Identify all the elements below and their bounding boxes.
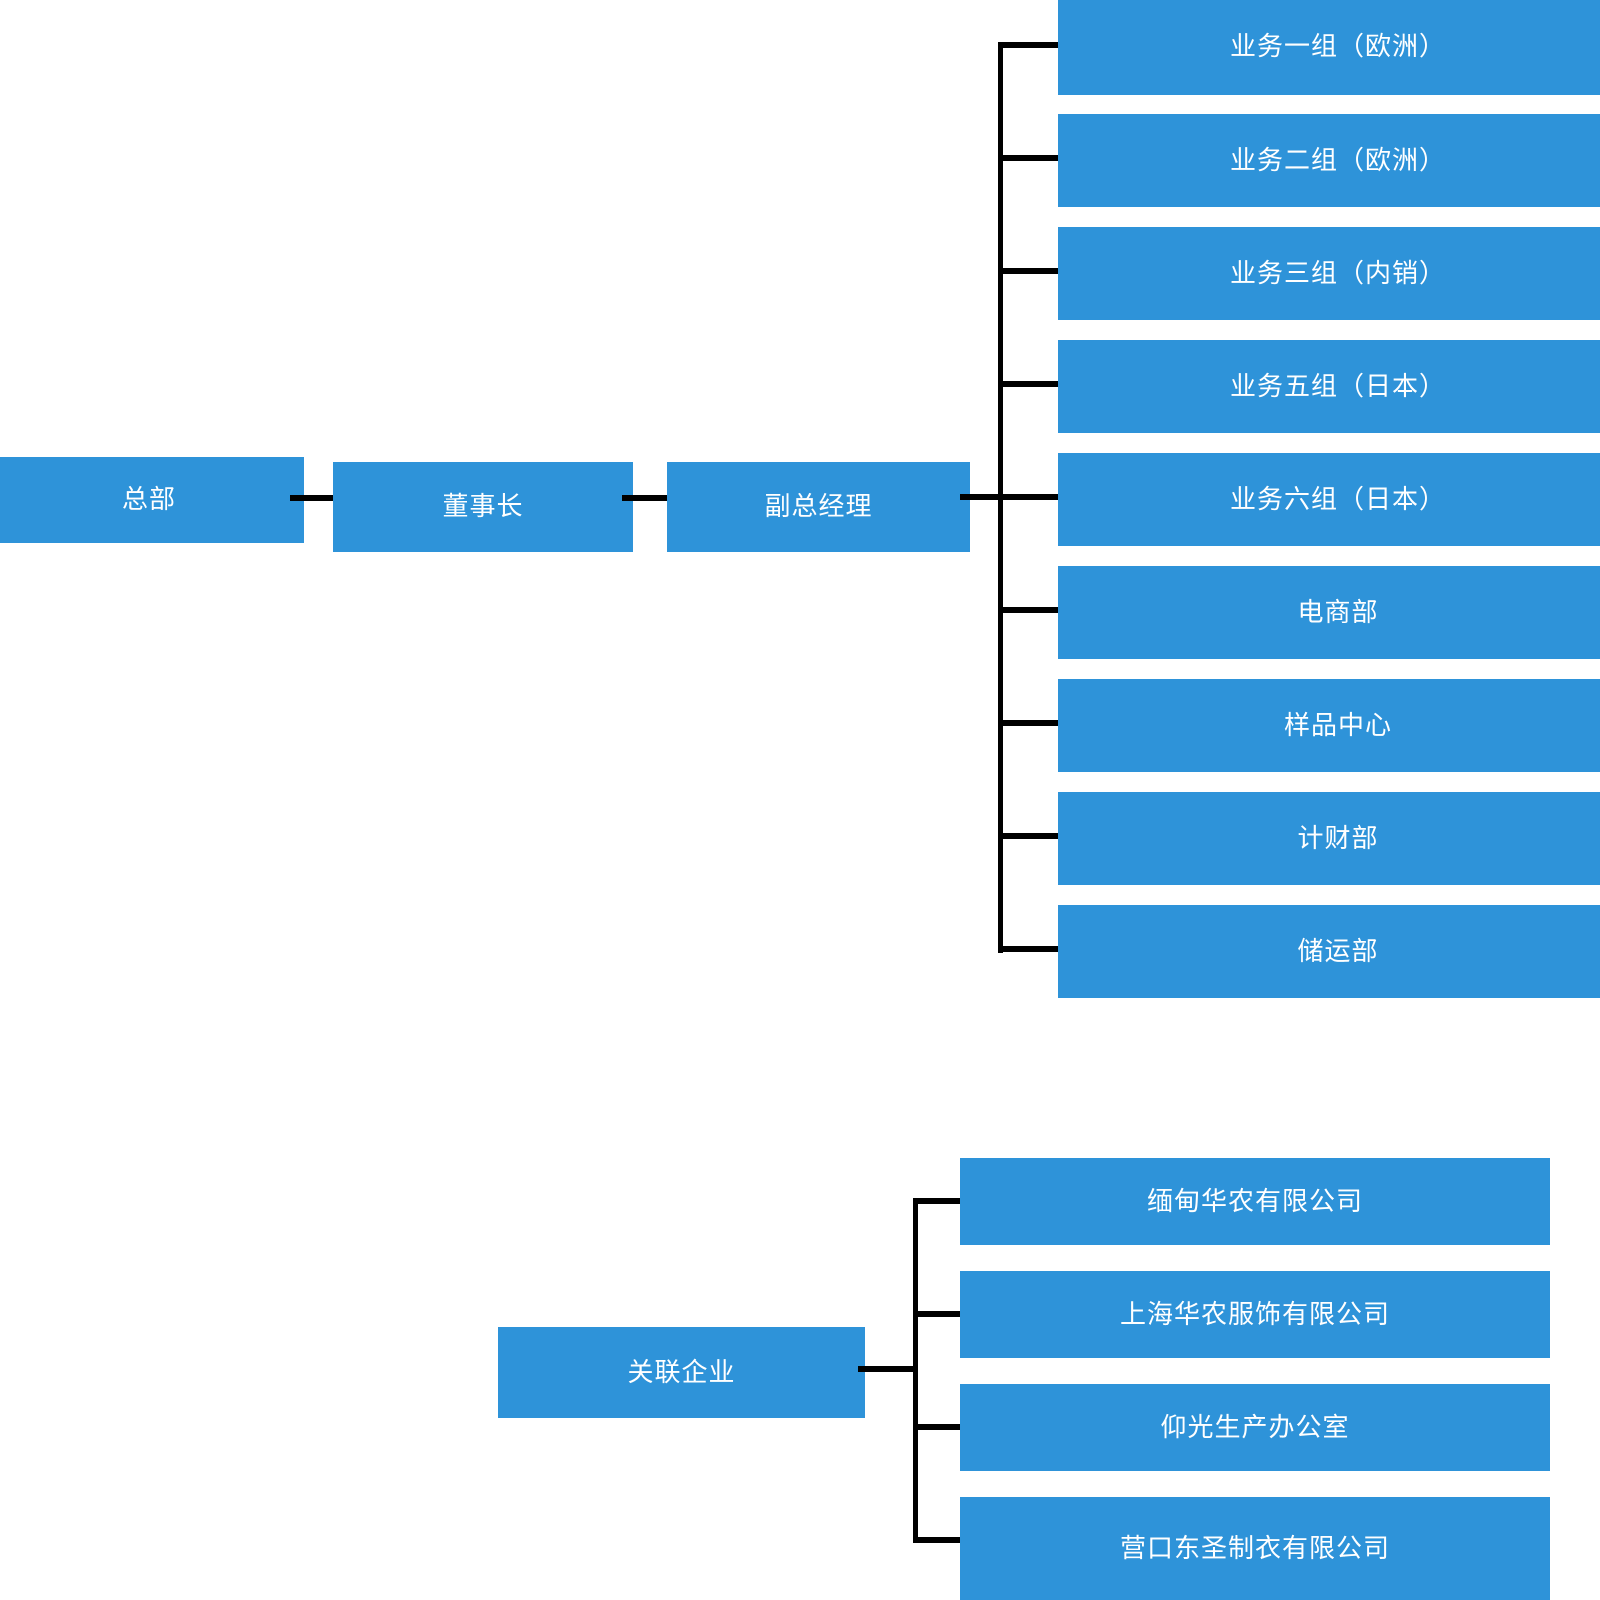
node-business-group-1[interactable]: 业务一组（欧洲） xyxy=(1058,0,1600,95)
connector-stub-business-group-3 xyxy=(998,268,1060,274)
connector-affiliates-parent-stub xyxy=(858,1366,918,1372)
node-storage-transport-department[interactable]: 储运部 xyxy=(1058,905,1600,998)
connector-stub-yingkou-dongsheng-garment xyxy=(913,1537,963,1543)
node-finance-department[interactable]: 计财部 xyxy=(1058,792,1600,885)
connector-deputy-to-trunk xyxy=(960,494,1005,500)
node-headquarters[interactable]: 总部 xyxy=(0,457,304,543)
connector-stub-business-group-1 xyxy=(998,42,1060,48)
connector-stub-ecommerce-department xyxy=(998,607,1060,613)
node-business-group-2-label: 业务二组（欧洲） xyxy=(1229,144,1446,175)
node-business-group-6-label: 业务六组（日本） xyxy=(1229,483,1446,514)
node-ecommerce-department-label: 电商部 xyxy=(1297,596,1379,627)
node-business-group-5-label: 业务五组（日本） xyxy=(1229,370,1446,401)
connector-stub-business-group-5 xyxy=(998,381,1060,387)
node-headquarters-label: 总部 xyxy=(121,484,176,515)
node-shanghai-huanong-apparel[interactable]: 上海华农服饰有限公司 xyxy=(960,1271,1550,1358)
node-business-group-5[interactable]: 业务五组（日本） xyxy=(1058,340,1600,433)
node-sample-center-label: 样品中心 xyxy=(1283,709,1392,740)
node-myanmar-huanong[interactable]: 缅甸华农有限公司 xyxy=(960,1158,1550,1245)
connector-stub-finance-department xyxy=(998,833,1060,839)
node-deputy-general-manager-label: 副总经理 xyxy=(764,491,873,522)
node-sample-center[interactable]: 样品中心 xyxy=(1058,679,1600,772)
connector-stub-business-group-6 xyxy=(998,494,1060,500)
node-storage-transport-department-label: 储运部 xyxy=(1297,935,1379,966)
node-ecommerce-department[interactable]: 电商部 xyxy=(1058,566,1600,659)
node-yingkou-dongsheng-garment-label: 营口东圣制衣有限公司 xyxy=(1119,1533,1390,1564)
node-business-group-1-label: 业务一组（欧洲） xyxy=(1229,31,1446,62)
connector-headquarters-chairman xyxy=(290,495,340,501)
node-deputy-general-manager[interactable]: 副总经理 xyxy=(667,462,970,552)
node-finance-department-label: 计财部 xyxy=(1297,822,1379,853)
connector-stub-yangon-production-office xyxy=(913,1424,963,1430)
node-business-group-3[interactable]: 业务三组（内销） xyxy=(1058,227,1600,320)
connector-stub-myanmar-huanong xyxy=(913,1198,963,1204)
connector-stub-business-group-2 xyxy=(998,155,1060,161)
node-business-group-3-label: 业务三组（内销） xyxy=(1229,257,1446,288)
node-affiliated-enterprises-label: 关联企业 xyxy=(627,1356,736,1387)
node-business-group-6[interactable]: 业务六组（日本） xyxy=(1058,453,1600,546)
node-chairman[interactable]: 董事长 xyxy=(333,462,633,552)
connector-affiliates-trunk xyxy=(913,1200,918,1542)
node-yangon-production-office-label: 仰光生产办公室 xyxy=(1160,1411,1350,1442)
node-business-group-2[interactable]: 业务二组（欧洲） xyxy=(1058,114,1600,207)
node-chairman-label: 董事长 xyxy=(442,491,524,522)
node-yingkou-dongsheng-garment[interactable]: 营口东圣制衣有限公司 xyxy=(960,1497,1550,1600)
node-myanmar-huanong-label: 缅甸华农有限公司 xyxy=(1146,1185,1363,1216)
connector-stub-sample-center xyxy=(998,720,1060,726)
connector-chairman-deputy xyxy=(622,495,674,501)
node-shanghai-huanong-apparel-label: 上海华农服饰有限公司 xyxy=(1119,1298,1390,1329)
node-yangon-production-office[interactable]: 仰光生产办公室 xyxy=(960,1384,1550,1471)
connector-stub-storage-transport-department xyxy=(998,946,1060,952)
node-affiliated-enterprises[interactable]: 关联企业 xyxy=(498,1327,865,1418)
connector-stub-shanghai-huanong-apparel xyxy=(913,1311,963,1317)
